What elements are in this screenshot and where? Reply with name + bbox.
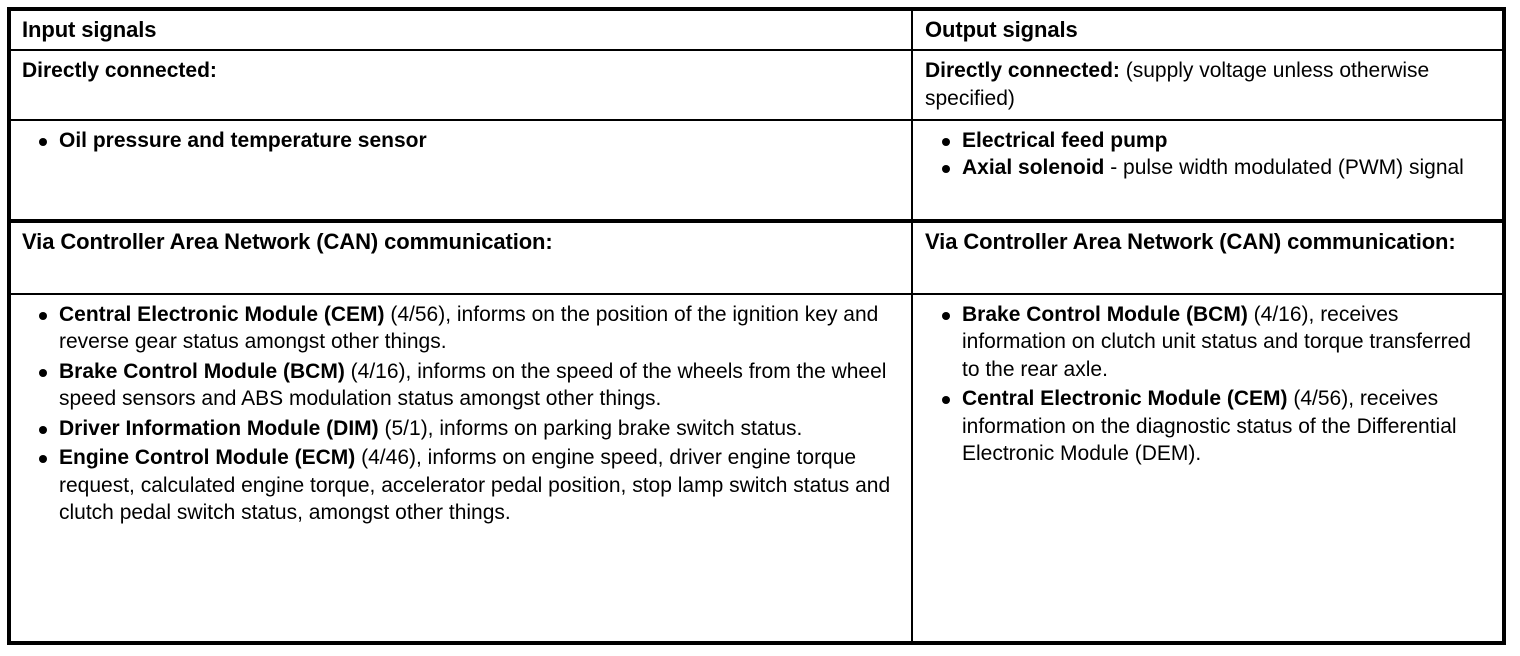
bullet-icon bbox=[39, 425, 47, 434]
can-heading-cell-input: Via Controller Area Network (CAN) commun… bbox=[9, 219, 913, 294]
list-item-strong: Engine Control Module (ECM) bbox=[59, 446, 356, 470]
directly-connected-cell-output: Directly connected: (supply voltage unle… bbox=[912, 49, 1504, 120]
column-header-input-signals: Input signals bbox=[22, 17, 157, 42]
direct-devices-list-input: Oil pressure and temperature sensor bbox=[22, 127, 901, 154]
directly-connected-strong-input: Directly connected: bbox=[22, 59, 217, 83]
directly-connected-label-output: Directly connected: (supply voltage unle… bbox=[925, 57, 1492, 112]
can-items-cell-output: Brake Control Module (BCM) (4/16), recei… bbox=[912, 292, 1504, 643]
bullet-icon bbox=[39, 455, 47, 464]
directly-connected-strong-output: Directly connected: bbox=[925, 59, 1120, 83]
list-item: Axial solenoid - pulse width modulated (… bbox=[925, 154, 1492, 181]
list-item-rest: (4/16), receives information on clutch u… bbox=[962, 302, 1471, 381]
can-items-list-input: Central Electronic Module (CEM) (4/56), … bbox=[22, 301, 901, 527]
list-item: Oil pressure and temperature sensor bbox=[22, 127, 901, 154]
list-item-strong: Axial solenoid bbox=[962, 156, 1105, 180]
list-item: Brake Control Module (BCM) (4/16), infor… bbox=[22, 358, 901, 413]
bullet-icon bbox=[942, 311, 950, 320]
list-item-strong: Brake Control Module (BCM) bbox=[59, 359, 345, 383]
bullet-icon bbox=[942, 396, 950, 405]
list-item-rest: (5/1), informs on parking brake switch s… bbox=[378, 416, 803, 440]
directly-connected-row: Directly connected: Directly connected: … bbox=[9, 49, 1504, 120]
bullet-icon bbox=[39, 311, 47, 320]
list-item: Brake Control Module (BCM) (4/16), recei… bbox=[925, 301, 1492, 384]
bullet-icon bbox=[942, 165, 950, 174]
signal-table: Input signals Output signals Directly co… bbox=[7, 7, 1506, 645]
list-item: Driver Information Module (DIM) (5/1), i… bbox=[22, 415, 901, 443]
list-item-rest: (4/56), receives information on the diag… bbox=[962, 387, 1457, 466]
can-items-cell-input: Central Electronic Module (CEM) (4/56), … bbox=[9, 292, 913, 643]
header-cell-input: Input signals bbox=[9, 9, 913, 51]
list-item-strong: Electrical feed pump bbox=[962, 128, 1168, 152]
can-heading-row: Via Controller Area Network (CAN) commun… bbox=[9, 219, 1504, 294]
header-cell-output: Output signals bbox=[912, 9, 1504, 51]
bullet-icon bbox=[942, 137, 950, 146]
list-item-strong: Oil pressure and temperature sensor bbox=[59, 128, 427, 152]
list-item: Engine Control Module (ECM) (4/46), info… bbox=[22, 444, 901, 527]
directly-connected-label-input: Directly connected: bbox=[22, 57, 901, 84]
direct-devices-cell-input: Oil pressure and temperature sensor bbox=[9, 118, 913, 222]
directly-connected-note-output: (supply voltage unless otherwise specifi… bbox=[925, 59, 1430, 110]
direct-devices-row: Oil pressure and temperature sensor Elec… bbox=[9, 118, 1504, 222]
directly-connected-cell-input: Directly connected: bbox=[9, 49, 913, 120]
table-header-row: Input signals Output signals bbox=[9, 9, 1504, 51]
column-header-output-signals: Output signals bbox=[925, 17, 1078, 42]
can-items-list-output: Brake Control Module (BCM) (4/16), recei… bbox=[925, 301, 1492, 468]
bullet-icon bbox=[39, 137, 47, 146]
list-item: Central Electronic Module (CEM) (4/56), … bbox=[925, 385, 1492, 468]
list-item-rest: (4/56), informs on the position of the i… bbox=[59, 302, 879, 354]
list-item-rest: - pulse width modulated (PWM) signal bbox=[1104, 156, 1464, 180]
list-item-rest: (4/46), informs on engine speed, driver … bbox=[59, 446, 891, 525]
list-item: Central Electronic Module (CEM) (4/56), … bbox=[22, 301, 901, 356]
direct-devices-cell-output: Electrical feed pump Axial solenoid - pu… bbox=[912, 118, 1504, 222]
list-item-strong: Brake Control Module (BCM) bbox=[962, 302, 1248, 326]
list-item-rest: (4/16), informs on the speed of the whee… bbox=[59, 359, 887, 411]
list-item-strong: Central Electronic Module (CEM) bbox=[59, 302, 385, 326]
list-item-strong: Central Electronic Module (CEM) bbox=[962, 387, 1288, 411]
list-item: Electrical feed pump bbox=[925, 127, 1492, 154]
bullet-icon bbox=[39, 368, 47, 377]
can-items-row: Central Electronic Module (CEM) (4/56), … bbox=[9, 292, 1504, 643]
direct-devices-list-output: Electrical feed pump Axial solenoid - pu… bbox=[925, 127, 1492, 182]
can-heading-cell-output: Via Controller Area Network (CAN) commun… bbox=[912, 219, 1504, 294]
can-heading-output: Via Controller Area Network (CAN) commun… bbox=[925, 229, 1456, 255]
can-heading-input: Via Controller Area Network (CAN) commun… bbox=[22, 229, 553, 255]
list-item-strong: Driver Information Module (DIM) bbox=[59, 416, 379, 440]
